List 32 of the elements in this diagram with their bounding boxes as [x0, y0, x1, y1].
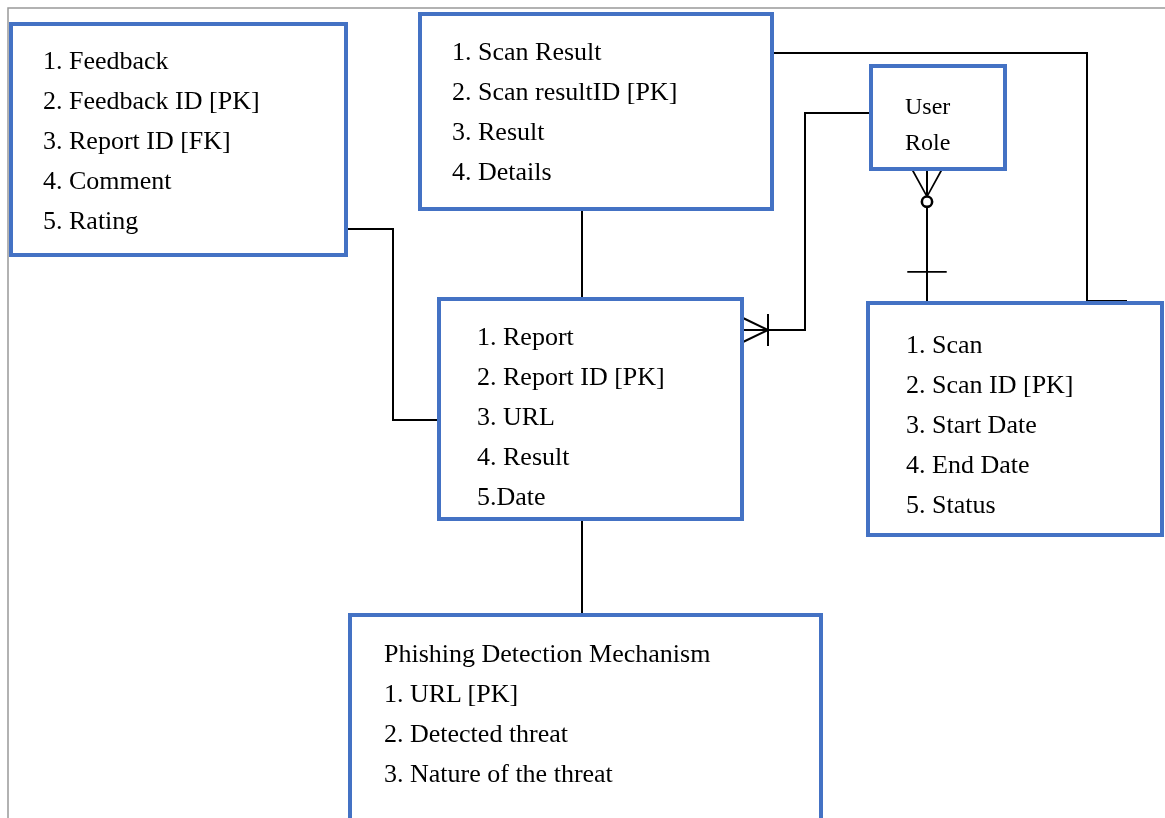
entity-box — [866, 301, 1164, 537]
attribute-text: 4. Comment — [43, 166, 172, 196]
attribute-text: 5. Rating — [43, 206, 139, 236]
entity-heading: 1. Feedback — [43, 46, 169, 76]
attribute-text: 5. Status — [906, 490, 996, 520]
entity-box — [9, 22, 348, 257]
attribute-text: 3. Nature of the threat — [384, 759, 613, 789]
entity-box — [437, 297, 744, 521]
relationship-line — [581, 519, 583, 614]
attribute-text: 2. Feedback ID [PK] — [43, 86, 260, 116]
attribute-text: 5.Date — [477, 482, 546, 512]
attribute-text: 2. Scan ID [PK] — [906, 370, 1074, 400]
attribute-text: 3. Result — [452, 117, 545, 147]
entity-box — [869, 64, 1007, 171]
attribute-text: 3. URL — [477, 402, 555, 432]
relationship-line — [581, 209, 583, 298]
attribute-text: 2. Report ID [PK] — [477, 362, 665, 392]
entity-heading: 1. Scan — [906, 330, 983, 360]
attribute-text: 4. End Date — [906, 450, 1030, 480]
attribute-text: 2. Scan resultID [PK] — [452, 77, 678, 107]
entity-box — [418, 12, 774, 211]
entity-heading: 1. Scan Result — [452, 37, 602, 67]
entity-box — [348, 613, 823, 818]
attribute-text: 1. URL [PK] — [384, 679, 519, 709]
entity-heading: User Role — [905, 92, 952, 157]
entity-heading: 1. Report — [477, 322, 574, 352]
attribute-text: 3. Start Date — [906, 410, 1037, 440]
attribute-text: 3. Report ID [FK] — [43, 126, 231, 156]
entity-heading: Phishing Detection Mechanism — [384, 639, 711, 669]
attribute-text: 4. Details — [452, 157, 552, 187]
attribute-text: 4. Result — [477, 442, 570, 472]
attribute-text: 2. Detected threat — [384, 719, 569, 749]
